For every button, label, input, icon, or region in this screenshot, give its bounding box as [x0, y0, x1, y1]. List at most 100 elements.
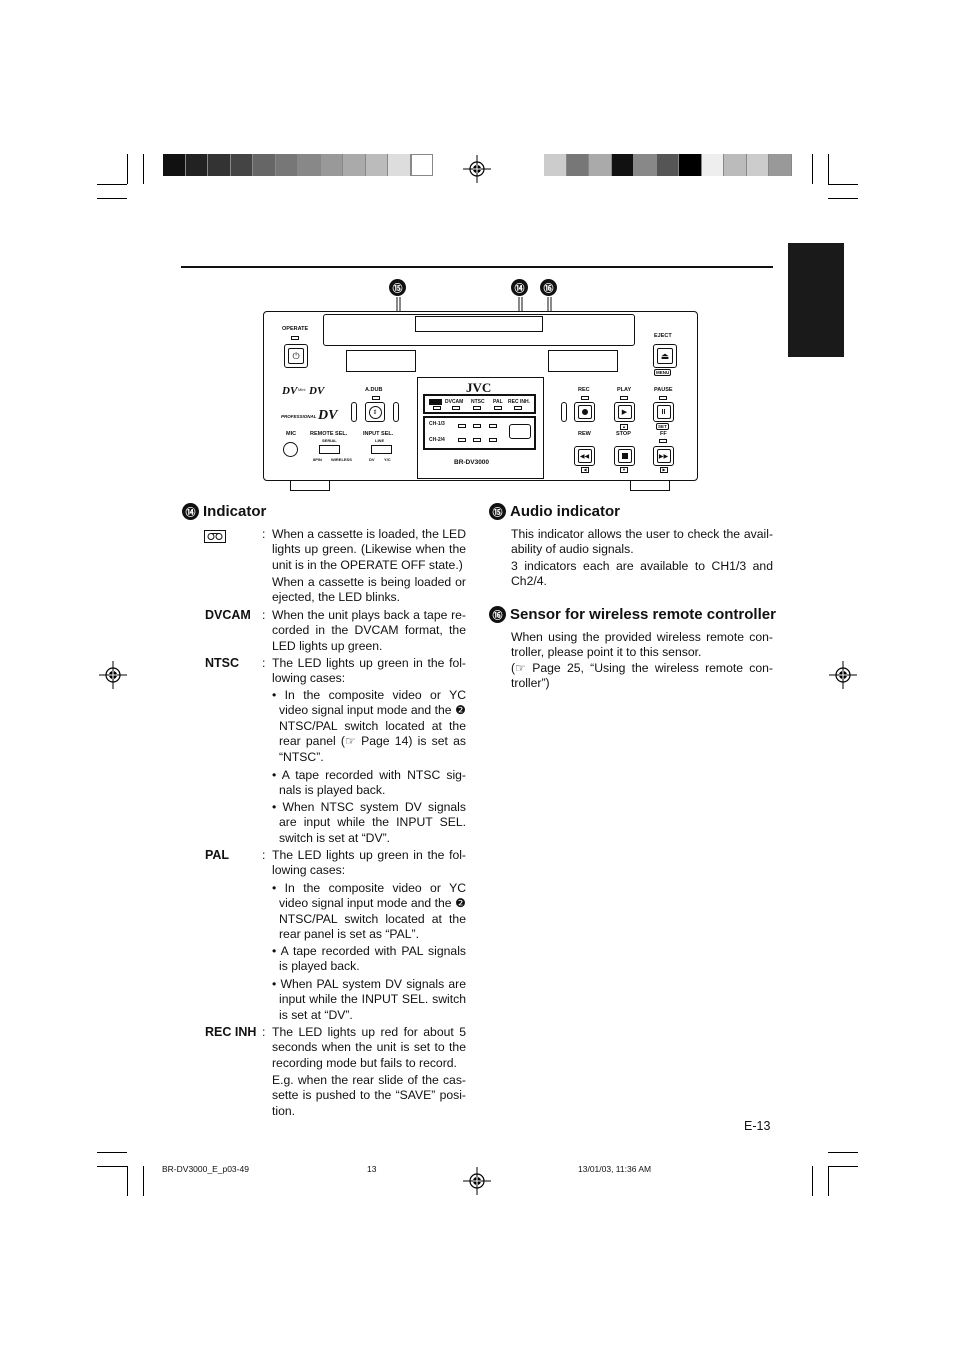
adub-guard-left — [351, 402, 357, 422]
callout-16: ⑯ — [540, 279, 557, 296]
colon: : — [262, 1025, 266, 1039]
audio-paragraph-2: 3 indicators each are available to CH1/3… — [511, 559, 773, 589]
jvc-logo: JVC — [466, 380, 492, 395]
rew-button[interactable]: ◀◀ — [574, 446, 595, 466]
cassette-led-icon — [429, 399, 442, 405]
pause-button[interactable]: II — [653, 402, 674, 422]
pause-label: PAUSE — [654, 387, 673, 393]
footer-filename: BR-DV3000_E_p03-49 — [162, 1164, 249, 1174]
ntsc-term: NTSC — [205, 656, 240, 670]
registration-mark-icon — [829, 661, 857, 689]
operate-button[interactable]: ⏻ — [284, 344, 308, 368]
fast-forward-icon: ▶▶ — [656, 449, 671, 463]
record-icon — [577, 405, 592, 419]
rec-inh-led-label: REC INH. — [508, 399, 530, 405]
stop-button[interactable] — [614, 446, 635, 466]
mini-label: Mini — [298, 387, 306, 392]
model-label: BR-DV3000 — [454, 459, 490, 466]
colon: : — [262, 527, 266, 541]
professional-label: PROFESSIONAL — [281, 414, 317, 419]
slot-guide-right — [548, 350, 618, 372]
rewind-icon: ◀◀ — [577, 449, 592, 463]
sensor-paragraph-2: (☞ Page 25, “Using the wireless remote c… — [511, 661, 773, 691]
sensor-number: ⑯ — [489, 606, 506, 623]
sensor-title: Sensor for wireless remote controller — [510, 606, 776, 623]
slot-guide-left — [346, 350, 416, 372]
sensor-heading: ⑯ Sensor for wireless remote controller — [489, 606, 776, 623]
line-label: LINE — [375, 438, 385, 443]
dv-switch-label: DV — [369, 457, 375, 462]
colon: : — [262, 848, 266, 862]
colon: : — [262, 608, 266, 622]
pal-bullet-2: • A tape recorded with PAL signals is pl… — [272, 944, 466, 974]
registration-mark-icon — [99, 661, 127, 689]
up-arrow-icon: ▲ — [620, 424, 628, 430]
pause-icon: II — [656, 405, 671, 419]
rec-inh-desc-1: The LED lights up red for about 5 second… — [272, 1025, 466, 1070]
remote-sel-switch[interactable] — [319, 445, 340, 454]
audio-indicator-panel — [423, 416, 536, 450]
right-arrow-icon: ▶ — [660, 467, 668, 473]
section-tab — [788, 243, 844, 357]
cassette-icon — [204, 530, 226, 543]
ntsc-bullet-2: • A tape recorded with NTSC sig-nals is … — [272, 768, 466, 798]
footer-date: 13/01/03, 11:36 AM — [578, 1164, 652, 1174]
ntsc-bullet-3: • When NTSC system DV signals are input … — [272, 800, 466, 845]
mic-jack-icon[interactable] — [283, 442, 298, 457]
down-arrow-icon: ▼ — [620, 467, 628, 473]
adub-label: A.DUB — [365, 387, 383, 393]
registration-mark-icon — [463, 1167, 491, 1195]
play-button[interactable]: ▶ — [614, 402, 635, 422]
dv-big-logo: DV — [318, 408, 338, 423]
input-sel-label: INPUT SEL. — [363, 431, 394, 437]
wireless-label: WIRELESS — [331, 457, 352, 462]
ntsc-bullet-1: • In the composite video or YC video sig… — [272, 688, 466, 764]
rec-inh-desc-2: E.g. when the rear slide of the cas-sett… — [272, 1073, 466, 1118]
audio-number: ⑮ — [489, 503, 506, 520]
pal-led-label: PAL — [493, 399, 503, 405]
dv-logo: DV — [282, 385, 298, 397]
stop-label: STOP — [616, 431, 631, 437]
calibration-bar-right — [544, 154, 792, 176]
center-panel — [417, 377, 544, 479]
remote-sensor — [509, 424, 531, 439]
indicator-number: ⑭ — [182, 503, 199, 520]
dvcam-led-label: DVCAM — [445, 399, 464, 405]
device-foot-left — [290, 481, 330, 491]
device-foot-right — [630, 481, 670, 491]
eject-icon: ⏏ — [657, 348, 673, 364]
sensor-paragraph-1: When using the provided wireless remote … — [511, 630, 773, 660]
callout-15: ⑮ — [389, 279, 406, 296]
eject-button[interactable]: ⏏ — [653, 344, 677, 368]
set-label: SET — [656, 423, 669, 430]
power-icon: ⏻ — [288, 348, 304, 364]
eject-label: EJECT — [654, 333, 672, 339]
registration-mark-icon — [463, 155, 491, 183]
menu-label: MENU — [654, 369, 672, 376]
ch13-label: CH-1/3 — [429, 421, 445, 427]
serial-label: SERIAL — [322, 438, 337, 443]
input-sel-switch[interactable] — [371, 445, 392, 454]
indicator-title: Indicator — [203, 503, 267, 520]
minidv-logo: DV — [309, 385, 325, 397]
operate-label: OPERATE — [282, 326, 309, 332]
indicator-heading: ⑭ Indicator — [182, 503, 266, 520]
rec-inh-term: REC INH — [205, 1025, 257, 1039]
stop-icon — [617, 449, 632, 463]
ff-button[interactable]: ▶▶ — [653, 446, 674, 466]
ch24-label: CH-2/4 — [429, 437, 445, 443]
indicator-panel — [423, 394, 536, 414]
ff-label: FF — [660, 431, 667, 437]
mic-label: MIC — [286, 431, 297, 437]
audio-paragraph-1: This indicator allows the user to check … — [511, 527, 773, 557]
dvcam-desc: When the unit plays back a tape re-corde… — [272, 608, 466, 653]
up-down-icon: ⇕ — [368, 405, 382, 419]
yc-switch-label: Y/C — [384, 457, 391, 462]
cassette-desc-2: When a cassette is being loaded or eject… — [272, 575, 466, 605]
audio-heading: ⑮ Audio indicator — [489, 503, 620, 520]
adub-button[interactable]: ⇕ — [365, 402, 385, 422]
left-arrow-icon: ◀ — [581, 467, 589, 473]
callout-14: ⑭ — [511, 279, 528, 296]
rec-button[interactable] — [574, 402, 595, 422]
pal-term: PAL — [205, 848, 230, 862]
